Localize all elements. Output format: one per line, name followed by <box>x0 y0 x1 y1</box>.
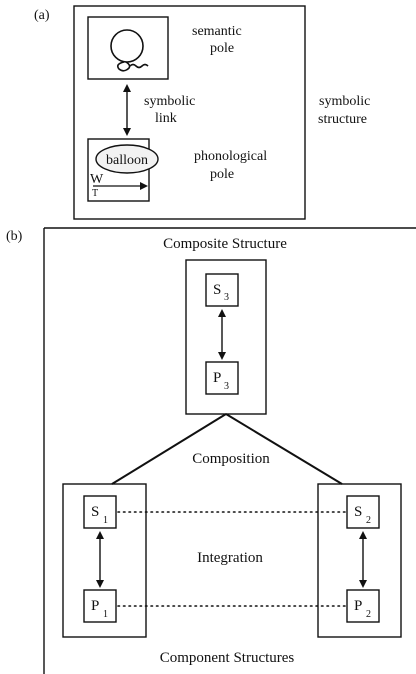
svg-text:S: S <box>354 504 362 520</box>
svg-text:S: S <box>91 504 99 520</box>
symbolic-link-label: symbolic link <box>144 94 199 126</box>
svg-text:3: 3 <box>224 292 229 303</box>
balloon-word: balloon <box>106 153 148 168</box>
w-label: W <box>90 172 104 187</box>
balloon-word-ellipse <box>95 144 159 174</box>
composite-structure-title: Composite Structure <box>163 236 287 252</box>
svg-text:S: S <box>213 282 221 298</box>
t-label: T <box>92 188 98 199</box>
svg-text:1: 1 <box>103 515 108 526</box>
panel-a-frame <box>73 5 306 220</box>
semantic-pole-box <box>87 16 169 80</box>
node-p1: P 1 <box>83 589 117 623</box>
component-right-box <box>317 483 402 638</box>
node-p2: P 2 <box>346 589 380 623</box>
phonological-pole-box <box>87 138 150 202</box>
svg-text:2: 2 <box>366 609 371 620</box>
node-s2: S 2 <box>346 495 380 529</box>
node-p3: P 3 <box>205 361 239 395</box>
composition-label: Composition <box>192 451 270 467</box>
balloon-picture-icon <box>110 29 149 72</box>
svg-text:3: 3 <box>224 381 229 392</box>
semantic-pole-label: semantic pole <box>192 24 245 56</box>
node-s1: S 1 <box>83 495 117 529</box>
node-s3: S 3 <box>205 273 239 307</box>
panel-b-label: (b) <box>6 229 23 244</box>
component-structures-title: Component Structures <box>160 650 295 666</box>
composition-line-left <box>111 413 227 485</box>
svg-text:P: P <box>91 598 99 614</box>
integration-label: Integration <box>197 550 263 566</box>
phonological-pole-label: phonological pole <box>194 149 271 182</box>
svg-text:P: P <box>354 598 362 614</box>
panel-a-label: (a) <box>34 8 50 23</box>
component-left-box <box>62 483 147 638</box>
svg-text:2: 2 <box>366 515 371 526</box>
symbolic-structure-label: symbolic structure <box>318 94 374 127</box>
svg-text:1: 1 <box>103 609 108 620</box>
composition-line-right <box>225 413 343 485</box>
svg-text:P: P <box>213 370 221 386</box>
